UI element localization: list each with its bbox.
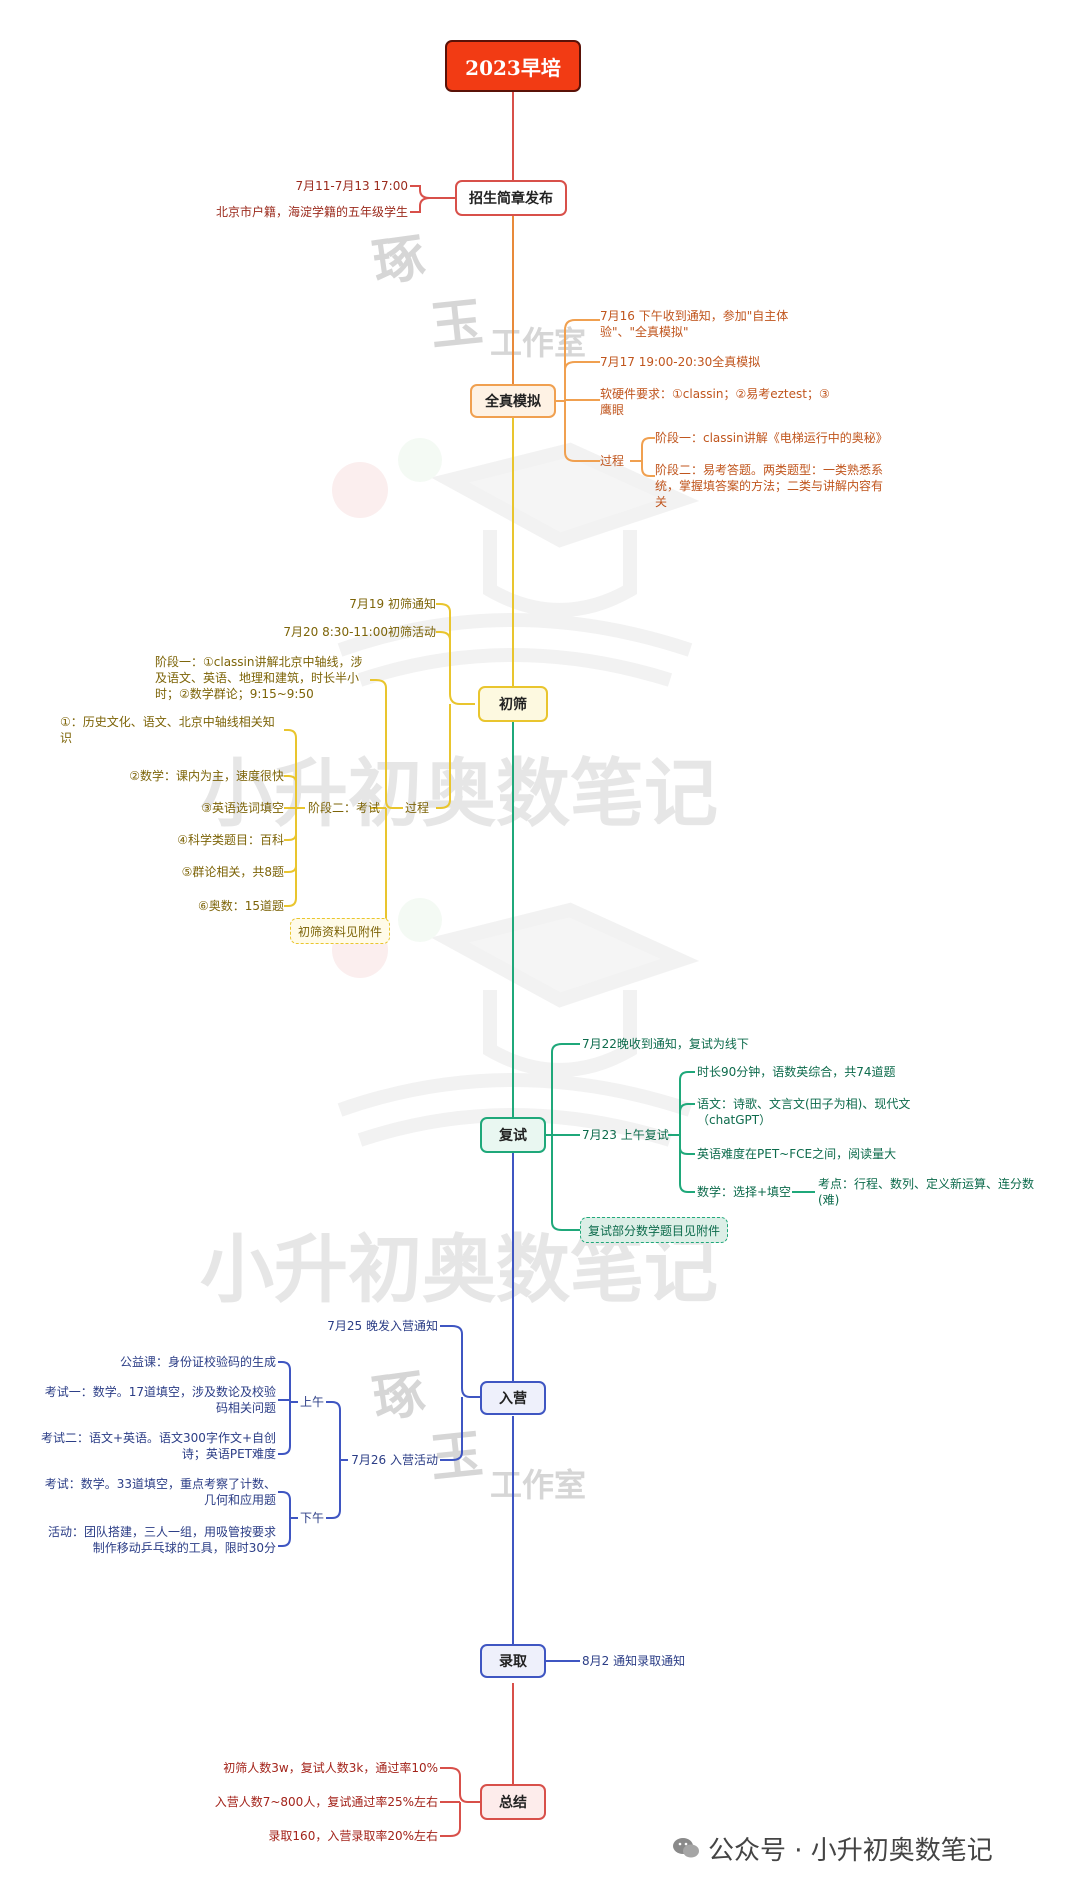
s3-exam-2: ②数学：课内为主，速度很快 bbox=[129, 769, 284, 783]
s3-exam-5: ⑤群论相关，共8题 bbox=[181, 865, 284, 879]
s5-item-notice: 7月25 晚发入营通知 bbox=[327, 1319, 438, 1333]
s3-attachment-badge[interactable]: 初筛资料见附件 bbox=[290, 918, 390, 944]
s2-item-requirements: 软硬件要求：①classin；②易考eztest；③鹰眼 bbox=[600, 387, 830, 417]
wechat-account-label: 公众号 · 小升初奥数笔记 bbox=[708, 1835, 993, 1866]
s5-afternoon-exam: 考试：数学。33道填空，重点考察了计数、几何和应用题 bbox=[44, 1477, 276, 1507]
node-camp-entry: 入营 bbox=[480, 1381, 546, 1415]
node-second-round: 复试 bbox=[480, 1117, 546, 1153]
s3-item-process: 过程 bbox=[405, 801, 430, 815]
s3-item-activity: 7月20 8:30-11:00初筛活动 bbox=[283, 625, 436, 639]
s1-item-date: 7月11-7月13 17:00 bbox=[295, 179, 408, 193]
s5-afternoon: 下午 bbox=[300, 1511, 325, 1525]
s4-detail-math: 数学：选择+填空 bbox=[697, 1185, 792, 1199]
s5-item-activity: 7月26 入营活动 bbox=[351, 1453, 438, 1467]
s4-attachment-badge[interactable]: 复试部分数学题目见附件 bbox=[580, 1217, 728, 1243]
s2-item-notice: 7月16 下午收到通知，参加"自主体验"、"全真模拟" bbox=[600, 309, 789, 339]
s2-item-mock-time: 7月17 19:00-20:30全真模拟 bbox=[600, 355, 761, 369]
s2-stage1: 阶段一：classin讲解《电梯运行中的奥秘》 bbox=[655, 431, 888, 445]
watermark-studio-3: 工作室 bbox=[490, 324, 587, 362]
s4-item-notice: 7月22晚收到通知，复试为线下 bbox=[582, 1037, 749, 1051]
s5-morning-exam1: 考试一：数学。17道填空，涉及数论及校验码相关问题 bbox=[44, 1385, 276, 1415]
s5-morning-exam2: 考试二：语文+英语。语文300字作文+自创诗；英语PET难度 bbox=[40, 1431, 276, 1461]
s3-exam-4: ④科学类题目：百科 bbox=[177, 833, 284, 847]
s7-item-admission-rate: 录取160，入营录取率20%左右 bbox=[268, 1829, 438, 1843]
s2-item-process: 过程 bbox=[600, 454, 625, 468]
s5-afternoon-activity: 活动：团队搭建，三人一组，用吸管按要求制作移动乒乓球的工具，限时30分 bbox=[47, 1525, 276, 1555]
node-recruitment-notice: 招生简章发布 bbox=[455, 180, 567, 216]
node-summary: 总结 bbox=[480, 1784, 546, 1820]
watermark-brand-1: 小升初奥数笔记 bbox=[200, 751, 718, 837]
s7-item-second-round-rate: 入营人数7~800人，复试通过率25%左右 bbox=[214, 1795, 438, 1809]
s7-item-screening-rate: 初筛人数3w，复试人数3k，通过率10% bbox=[223, 1761, 438, 1775]
s5-morning: 上午 bbox=[300, 1395, 325, 1409]
watermark-studio-6: 工作室 bbox=[490, 1466, 587, 1504]
node-initial-screening: 初筛 bbox=[478, 686, 548, 722]
s3-stage2: 阶段二：考试 bbox=[308, 801, 381, 815]
s4-detail-topics: 考点：行程、数列、定义新运算、连分数(难) bbox=[818, 1177, 1035, 1207]
s5-morning-class: 公益课：身份证校验码的生成 bbox=[119, 1355, 276, 1369]
s2-stage2: 阶段二：易考答题。两类题型：一类熟悉系统，掌握填答案的方法；二类与讲解内容有关 bbox=[655, 463, 884, 509]
s3-exam-6: ⑥奥数：15道题 bbox=[197, 899, 284, 913]
s4-detail-chinese: 语文：诗歌、文言文(田子为相)、现代文（chatGPT） bbox=[697, 1097, 911, 1127]
s3-exam-1: ①：历史文化、语文、北京中轴线相关知识 bbox=[60, 715, 275, 745]
wechat-icon bbox=[672, 1837, 700, 1859]
s4-item-exam-time: 7月23 上午复试 bbox=[582, 1128, 669, 1142]
wechat-footer: 公众号 · 小升初奥数笔记 bbox=[672, 1830, 993, 1866]
root-node: 2023早培 bbox=[445, 40, 581, 92]
s3-exam-3: ③英语选词填空 bbox=[201, 801, 284, 815]
s3-item-notice: 7月19 初筛通知 bbox=[349, 597, 436, 611]
s1-item-eligibility: 北京市户籍，海淀学籍的五年级学生 bbox=[215, 205, 408, 219]
node-admission: 录取 bbox=[480, 1644, 546, 1678]
s3-stage1: 阶段一：①classin讲解北京中轴线，涉及语文、英语、地理和建筑，时长半小时；… bbox=[155, 655, 363, 701]
node-mock-exam: 全真模拟 bbox=[470, 384, 556, 418]
s6-item-notice: 8月2 通知录取通知 bbox=[582, 1654, 686, 1668]
s4-detail-duration: 时长90分钟，语数英综合，共74道题 bbox=[697, 1065, 896, 1079]
s4-detail-english: 英语难度在PET~FCE之间，阅读量大 bbox=[697, 1147, 897, 1161]
